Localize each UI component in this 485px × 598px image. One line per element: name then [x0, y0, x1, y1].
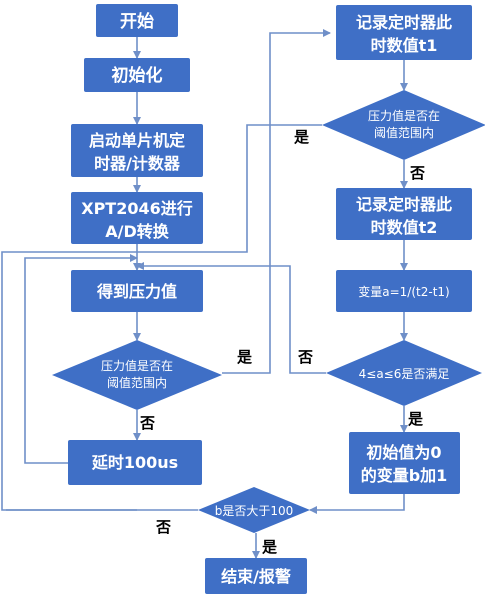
node-end-label: 结束/报警	[220, 567, 291, 586]
node-delay: 延时100us	[68, 440, 202, 485]
node-decision-1: 压力值是否在 阈值范围内	[52, 340, 222, 410]
node-decision-b: b是否大于100	[198, 487, 310, 533]
edge-initb-decb	[309, 494, 405, 514]
label-dec3-yes: 是	[407, 410, 424, 428]
node-decision-1-line1: 压力值是否在	[101, 358, 173, 373]
node-record-t2: 记录定时器此 时数值t2	[336, 188, 472, 240]
node-variable-a: 变量a=1/(t2-t1)	[336, 270, 472, 312]
label-decb-yes: 是	[261, 538, 278, 556]
label-decb-no: 否	[155, 518, 171, 536]
node-xpt-line1: XPT2046进行	[81, 199, 193, 218]
node-decision-2-line1: 压力值是否在	[368, 108, 440, 123]
node-increment-b-line1: 初始值为0	[366, 443, 441, 462]
node-decision-1-line2: 阈值范围内	[107, 375, 167, 390]
node-timer-line2: 时器/计数器	[94, 154, 181, 173]
node-record-t1: 记录定时器此 时数值t1	[336, 5, 472, 60]
node-init: 初始化	[84, 58, 190, 92]
node-decision-b-label: b是否大于100	[215, 504, 294, 518]
node-variable-a-label: 变量a=1/(t2-t1)	[358, 284, 449, 299]
node-record-t1-line2: 时数值t1	[371, 36, 438, 55]
node-end: 结束/报警	[205, 558, 307, 594]
node-record-t2-line2: 时数值t2	[371, 218, 438, 237]
node-get-pressure: 得到压力值	[71, 270, 203, 312]
node-delay-label: 延时100us	[91, 453, 178, 472]
node-increment-b-line2: 的变量b加1	[361, 466, 448, 485]
edges	[1, 29, 408, 559]
node-record-t1-line1: 记录定时器此	[356, 13, 452, 32]
node-init-label: 初始化	[112, 65, 163, 86]
node-decision-2: 压力值是否在 阈值范围内	[322, 90, 485, 160]
node-get-pressure-label: 得到压力值	[96, 282, 177, 301]
edge-dec3-no	[136, 262, 326, 374]
node-increment-b: 初始值为0 的变量b加1	[349, 432, 460, 494]
label-dec3-no: 否	[297, 348, 313, 366]
node-start-label: 开始	[120, 11, 154, 32]
node-timer-line1: 启动单片机定	[89, 131, 185, 150]
node-record-t2-line1: 记录定时器此	[356, 195, 452, 214]
node-timer: 启动单片机定 时器/计数器	[71, 124, 203, 177]
label-dec2-yes: 是	[293, 128, 310, 146]
label-dec2-no: 否	[409, 164, 425, 182]
label-dec1-yes: 是	[236, 348, 253, 366]
node-decision-2-line2: 阈值范围内	[374, 125, 434, 140]
edge-delay-loop	[24, 254, 138, 464]
edge-dec1-yes	[222, 29, 331, 374]
node-start: 开始	[96, 4, 178, 37]
node-decision-3-label: 4≤a≤6是否满足	[359, 367, 450, 381]
node-xpt-line2: A/D转换	[105, 222, 170, 241]
node-decision-3: 4≤a≤6是否满足	[326, 340, 482, 406]
node-xpt: XPT2046进行 A/D转换	[71, 192, 203, 244]
label-dec1-no: 否	[139, 414, 155, 432]
